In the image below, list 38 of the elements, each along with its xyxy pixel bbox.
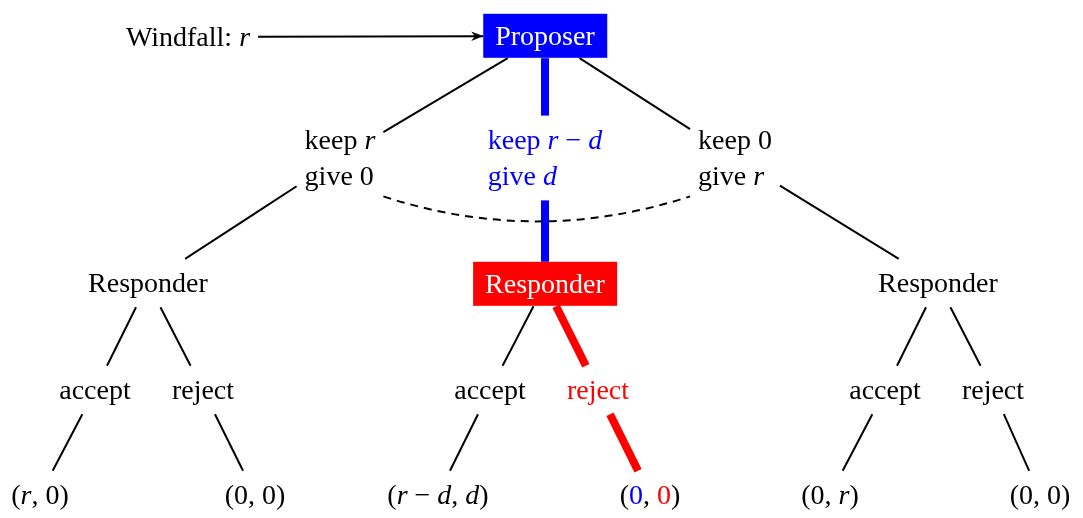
branch-line — [552, 304, 590, 368]
branch-line — [606, 412, 642, 473]
branch-line — [106, 306, 137, 367]
branch-line — [578, 57, 692, 131]
node-label: (r − d, d) — [379, 470, 497, 518]
offer-label: keep r give 0 — [296, 115, 384, 201]
node-label: (0, 0) — [216, 470, 294, 518]
branch-line — [449, 413, 479, 472]
node-label: reject — [558, 365, 638, 415]
node-label: Responder — [870, 258, 1006, 308]
dashed-arc — [382, 195, 692, 223]
node-label: (0, r) — [793, 470, 867, 518]
branch-line — [778, 184, 900, 260]
node-label: accept — [51, 365, 139, 415]
branch-line — [382, 57, 509, 134]
node-label: reject — [163, 365, 243, 415]
node-label: (r, 0) — [3, 470, 77, 518]
node-label: accept — [841, 365, 929, 415]
offer-label: keep 0 give r — [690, 115, 780, 201]
node-label: Responder — [80, 258, 216, 308]
branch-line — [949, 306, 982, 367]
arrow — [257, 31, 485, 41]
branch-line — [214, 413, 244, 472]
branch-line — [501, 305, 535, 367]
branch-line — [896, 306, 927, 367]
branch-line — [159, 306, 192, 367]
branch-line — [51, 413, 84, 472]
offer-label: keep r − d give d — [479, 115, 611, 201]
branch-line — [184, 185, 298, 260]
player-box: Proposer — [483, 13, 607, 59]
node-label: (0, 0) — [611, 470, 689, 518]
branch-line — [841, 413, 874, 472]
node-label: (0, 0) — [1001, 470, 1079, 518]
node-label: reject — [953, 365, 1033, 415]
branch-line — [1002, 413, 1031, 472]
node-label: accept — [446, 365, 534, 415]
node-label: Windfall: r — [117, 12, 259, 62]
player-box: Responder — [473, 261, 617, 307]
